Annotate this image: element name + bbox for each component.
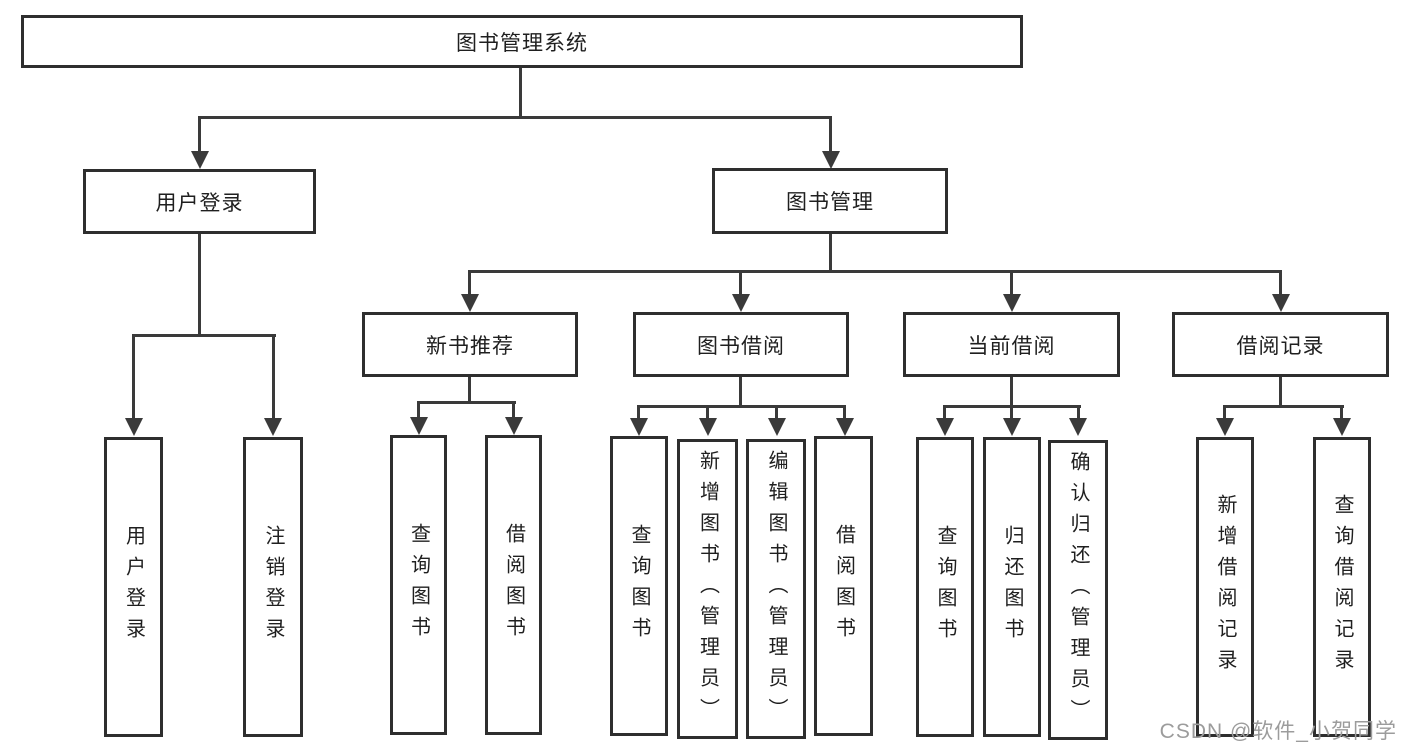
- node-current-borrow: 当前借阅: [903, 312, 1120, 377]
- connector-line: [739, 377, 742, 407]
- leaf-query-books: 查询图书: [610, 436, 668, 736]
- arrowhead-icon: [1003, 418, 1021, 436]
- node-new-book-recommend: 新书推荐: [362, 312, 578, 377]
- leaf-query-books: 查询图书: [916, 437, 974, 737]
- node-library-system: 图书管理系统: [21, 15, 1023, 68]
- connector-line: [739, 270, 742, 296]
- connector-line: [198, 234, 201, 337]
- connector-line: [1340, 405, 1343, 419]
- arrowhead-icon: [1333, 418, 1351, 436]
- leaf-logout: 注销登录: [243, 437, 303, 737]
- arrowhead-icon: [410, 417, 428, 435]
- connector-line: [1279, 270, 1282, 296]
- connector-line: [943, 405, 946, 419]
- leaf-label: 借阅图书: [502, 523, 525, 647]
- leaf-user-login: 用户登录: [104, 437, 163, 737]
- connector-line: [512, 401, 515, 418]
- leaf-return-books: 归还图书: [983, 437, 1041, 737]
- node-user-login: 用户登录: [83, 169, 316, 234]
- connector-line: [1010, 405, 1013, 419]
- arrowhead-icon: [822, 151, 840, 169]
- connector-line: [775, 405, 778, 419]
- arrowhead-icon: [1003, 294, 1021, 312]
- leaf-label: 查询图书: [407, 523, 430, 647]
- leaf-label: 用户登录: [122, 525, 145, 649]
- arrowhead-icon: [264, 418, 282, 436]
- arrowhead-icon: [191, 151, 209, 169]
- connector-line: [637, 405, 640, 419]
- arrowhead-icon: [1216, 418, 1234, 436]
- leaf-query-books: 查询图书: [390, 435, 447, 735]
- node-label: 图书借阅: [697, 334, 785, 358]
- arrowhead-icon: [125, 418, 143, 436]
- connector-line: [468, 270, 1282, 273]
- arrowhead-icon: [699, 418, 717, 436]
- arrowhead-icon: [1069, 418, 1087, 436]
- leaf-label: 注销登录: [262, 525, 284, 649]
- leaf-label: 查询图书: [934, 525, 956, 649]
- connector-line: [1010, 270, 1013, 296]
- connector-line: [417, 401, 420, 418]
- connector-line: [1077, 405, 1080, 419]
- connector-line: [272, 334, 275, 419]
- leaf-label: 查询图书: [628, 524, 650, 648]
- arrowhead-icon: [1272, 294, 1290, 312]
- arrowhead-icon: [505, 417, 523, 435]
- node-label: 新书推荐: [426, 334, 514, 358]
- connector-line: [132, 334, 276, 337]
- arrowhead-icon: [732, 294, 750, 312]
- leaf-edit-books-admin: 编辑图书（管理员）: [746, 439, 806, 739]
- leaf-label: 新增图书（管理员）: [696, 449, 719, 729]
- leaf-label: 查询借阅记录: [1331, 494, 1353, 680]
- connector-line: [1223, 405, 1344, 408]
- connector-line: [843, 405, 846, 419]
- connector-line: [519, 68, 522, 119]
- arrowhead-icon: [461, 294, 479, 312]
- node-book-management: 图书管理: [712, 168, 948, 234]
- leaf-borrow-books: 借阅图书: [485, 435, 542, 735]
- arrowhead-icon: [768, 418, 786, 436]
- leaf-borrow-books: 借阅图书: [814, 436, 873, 736]
- node-borrow-records: 借阅记录: [1172, 312, 1389, 377]
- connector-line: [637, 405, 846, 408]
- arrowhead-icon: [836, 418, 854, 436]
- leaf-confirm-return-admin: 确认归还（管理员）: [1048, 440, 1108, 740]
- leaf-query-borrow-record: 查询借阅记录: [1313, 437, 1371, 737]
- connector-line: [1223, 405, 1226, 419]
- arrowhead-icon: [936, 418, 954, 436]
- leaf-add-borrow-record: 新增借阅记录: [1196, 437, 1254, 737]
- connector-line: [468, 270, 471, 296]
- node-label: 用户登录: [155, 191, 244, 215]
- connector-line: [198, 116, 201, 153]
- connector-line: [829, 116, 832, 153]
- leaf-label: 归还图书: [1001, 525, 1023, 649]
- connector-line: [1279, 377, 1282, 407]
- leaf-label: 借阅图书: [832, 524, 855, 648]
- connector-line: [198, 116, 832, 119]
- connector-line: [417, 401, 516, 404]
- leaf-label: 编辑图书（管理员）: [765, 449, 787, 729]
- node-book-borrow: 图书借阅: [633, 312, 849, 377]
- leaf-label: 新增借阅记录: [1214, 494, 1236, 680]
- leaf-label: 确认归还（管理员）: [1067, 450, 1089, 730]
- connector-line: [132, 334, 135, 419]
- connector-line: [1010, 377, 1013, 407]
- node-label: 图书管理: [786, 191, 874, 214]
- arrowhead-icon: [630, 418, 648, 436]
- connector-line: [706, 405, 709, 419]
- node-label: 图书管理系统: [456, 31, 588, 55]
- node-label: 当前借阅: [967, 334, 1056, 358]
- leaf-add-books-admin: 新增图书（管理员）: [677, 439, 738, 739]
- node-label: 借阅记录: [1236, 334, 1325, 358]
- connector-line: [829, 234, 832, 272]
- csdn-watermark: CSDN @软件_小贺同学: [1159, 720, 1397, 743]
- connector-line: [468, 377, 471, 403]
